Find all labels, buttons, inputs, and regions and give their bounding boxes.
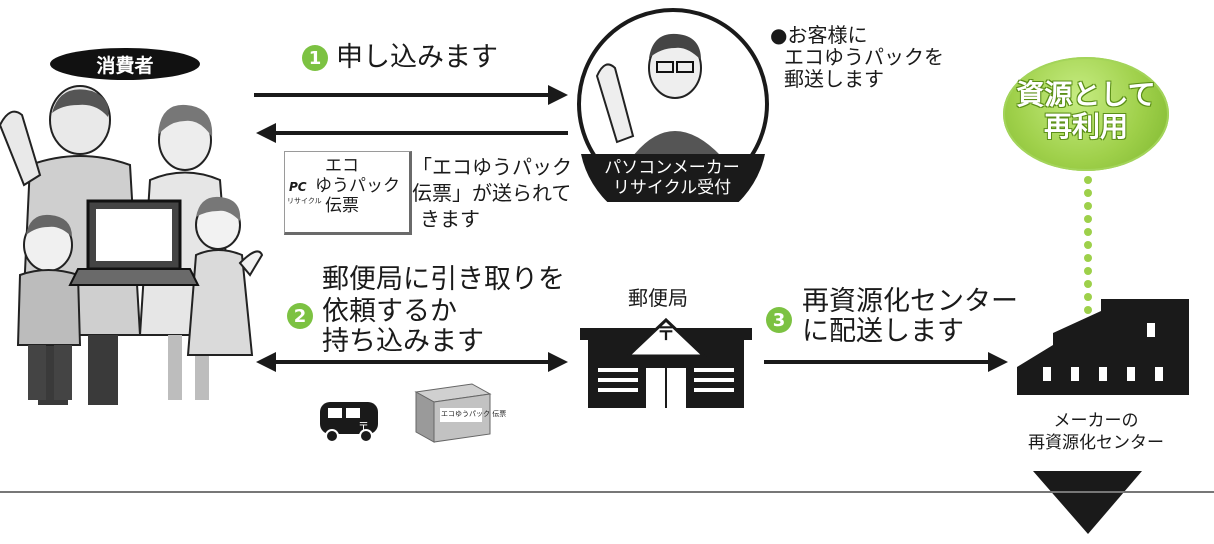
step2-line3: 持ち込みます	[322, 326, 484, 357]
van-icon: 〒	[320, 402, 378, 443]
reuse-line2: 再利用	[1043, 110, 1128, 143]
step1-number: 1	[302, 45, 328, 71]
maker-reception-illustration	[577, 8, 769, 202]
reuse-dotted-line	[1084, 176, 1092, 314]
arrow-post-right-head	[548, 352, 568, 372]
van-post-mark: 〒	[358, 420, 369, 433]
pc-recycle-logo-sub: リサイクル	[287, 197, 322, 205]
arrow-post-left-head	[256, 352, 276, 372]
package-label: エコゆうパック 伝票	[441, 410, 507, 418]
ticket-line1: エコ	[325, 156, 359, 176]
ticket-note-line3: きます	[420, 207, 480, 231]
step3-number: 3	[766, 307, 792, 333]
arrow-ticket-head	[256, 123, 276, 143]
down-arrow	[1033, 471, 1142, 534]
ticket-line3: 伝票	[325, 196, 359, 216]
maker-note-line2: エコゆうパックを	[784, 45, 944, 69]
step2-number: 2	[287, 303, 313, 329]
maker-reception-line1: パソコンメーカー	[604, 158, 740, 178]
post-mark-icon: 〒	[657, 324, 675, 345]
ticket-note-line1: 「エコゆうパック	[412, 155, 572, 179]
post-office-label: 郵便局	[628, 286, 688, 310]
recycle-center-line1: メーカーの	[1053, 411, 1139, 431]
step1-text: 申し込みます	[336, 42, 498, 73]
step3-line2: に配送します	[802, 316, 964, 347]
post-office-icon	[580, 317, 752, 408]
step2-line1: 郵便局に引き取りを	[322, 264, 565, 295]
step3-line1: 再資源化センター	[802, 286, 1018, 317]
ticket-line2: ゆうパック	[315, 176, 400, 196]
section-divider	[0, 491, 1214, 493]
reuse-bubble: 資源として 再利用	[1003, 57, 1169, 171]
package-icon	[414, 383, 492, 443]
ticket-note-line2: 伝票」が送られて	[412, 181, 572, 205]
step2-line2: 依頼するか	[322, 296, 457, 327]
maker-note-line1: ●お客様に	[770, 23, 868, 47]
recycle-center-icon	[1017, 299, 1189, 395]
eco-yupack-ticket: PC リサイクル エコ ゆうパック 伝票	[284, 151, 412, 235]
recycle-center-line2: 再資源化センター	[1028, 433, 1164, 453]
arrow-deliver-head	[988, 352, 1008, 372]
consumer-badge: 消費者	[50, 48, 200, 80]
maker-note-line3: 郵送します	[784, 67, 884, 91]
arrow-apply-head	[548, 85, 568, 105]
pc-recycle-logo: PC	[289, 180, 307, 194]
reuse-line1: 資源として	[1016, 78, 1156, 111]
maker-reception-line2: リサイクル受付	[612, 178, 732, 198]
family-illustration	[0, 85, 264, 405]
